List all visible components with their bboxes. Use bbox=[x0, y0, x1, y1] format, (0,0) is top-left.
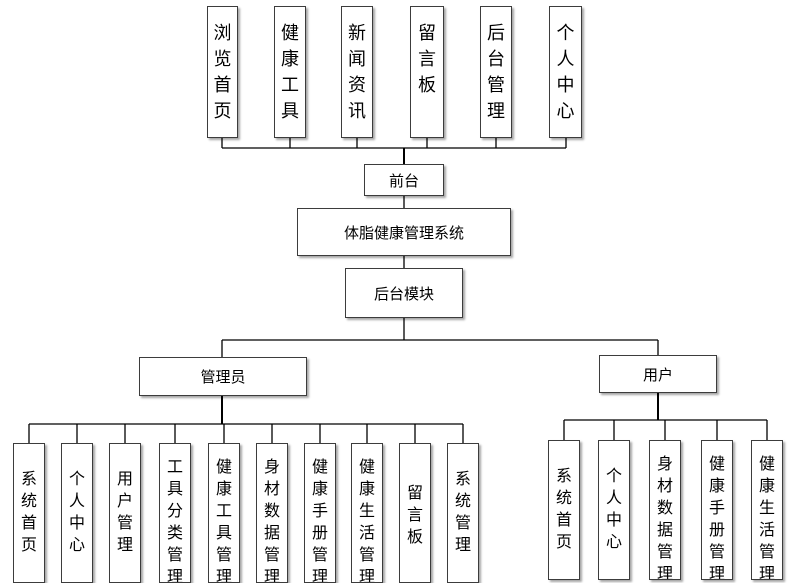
admin-module-box: 健康生活管理 bbox=[351, 443, 383, 583]
user-module-box: 系统首页 bbox=[548, 440, 580, 580]
front-module-box: 新闻资讯 bbox=[341, 6, 373, 138]
user-role-box: 用户 bbox=[599, 355, 717, 393]
admin-module-box: 工具分类管理 bbox=[159, 443, 191, 583]
backend-box: 后台模块 bbox=[345, 268, 463, 318]
admin-module-box: 留言板 bbox=[399, 443, 431, 583]
admin-module-box: 用户管理 bbox=[109, 443, 141, 583]
connector-lines bbox=[28, 138, 768, 443]
user-module-box: 身材数据管理 bbox=[649, 440, 681, 580]
admin-module-box: 系统管理 bbox=[447, 443, 479, 583]
admin-module-box: 个人中心 bbox=[61, 443, 93, 583]
user-module-box: 个人中心 bbox=[598, 440, 630, 580]
front-module-box: 健康工具 bbox=[274, 6, 306, 138]
user-module-box: 健康手册管理 bbox=[701, 440, 733, 580]
front-module-box: 浏览首页 bbox=[207, 6, 238, 138]
admin-module-box: 系统首页 bbox=[13, 443, 45, 583]
admin-module-box: 身材数据管理 bbox=[256, 443, 288, 583]
system-structure-diagram: 浏览首页 健康工具 新闻资讯 留言板 后台管理 个人中心 前台 体脂健康管理系统… bbox=[13, 6, 783, 583]
front-module-box: 个人中心 bbox=[549, 6, 582, 138]
user-module-box: 健康生活管理 bbox=[751, 440, 783, 580]
system-name-box: 体脂健康管理系统 bbox=[297, 208, 511, 256]
admin-role-box: 管理员 bbox=[139, 357, 307, 396]
front-module-box: 留言板 bbox=[410, 6, 444, 138]
front-module-box: 后台管理 bbox=[480, 6, 512, 138]
admin-module-box: 健康工具管理 bbox=[208, 443, 240, 583]
admin-module-box: 健康手册管理 bbox=[304, 443, 336, 583]
frontend-box: 前台 bbox=[364, 164, 444, 196]
